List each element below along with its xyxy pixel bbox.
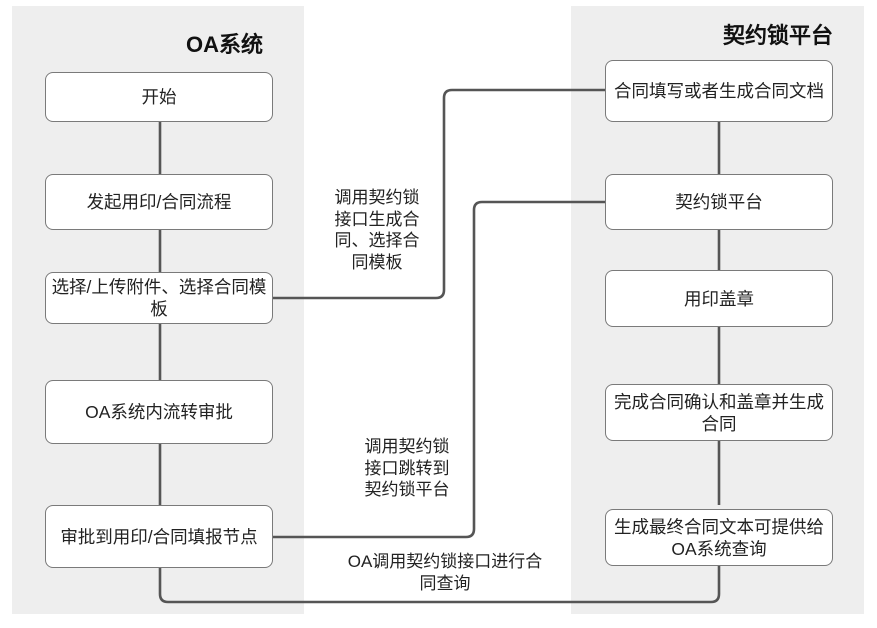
jump-connector-label: 调用契约锁 接口跳转到 契约锁平台 bbox=[352, 436, 462, 501]
step-initiate-process: 发起用印/合同流程 bbox=[45, 174, 273, 230]
generate-connector-label: 调用契约锁 接口生成合 同、选择合 同模板 bbox=[322, 187, 432, 273]
step-approval-to-seal-node: 审批到用印/合同填报节点 bbox=[45, 505, 273, 568]
step-oa-approval: OA系统内流转审批 bbox=[45, 380, 273, 444]
step-confirm-and-generate: 完成合同确认和盖章并生成合同 bbox=[605, 384, 833, 441]
step-platform: 契约锁平台 bbox=[605, 174, 833, 230]
step-fill-contract: 合同填写或者生成合同文档 bbox=[605, 60, 833, 122]
step-seal: 用印盖章 bbox=[605, 270, 833, 327]
generate-connector bbox=[273, 88, 605, 300]
oa-lane-title: OA系统 bbox=[186, 32, 264, 57]
query-connector-label: OA调用契约锁接口进行合 同查询 bbox=[328, 551, 562, 594]
platform-lane-title: 契约锁平台 bbox=[723, 23, 834, 48]
step-select-attachment: 选择/上传附件、选择合同模板 bbox=[45, 272, 273, 324]
step-final-contract-query: 生成最终合同文本可提供给OA系统查询 bbox=[605, 509, 833, 566]
query-connector bbox=[158, 566, 721, 604]
jump-connector bbox=[273, 200, 605, 539]
step-start: 开始 bbox=[45, 72, 273, 122]
